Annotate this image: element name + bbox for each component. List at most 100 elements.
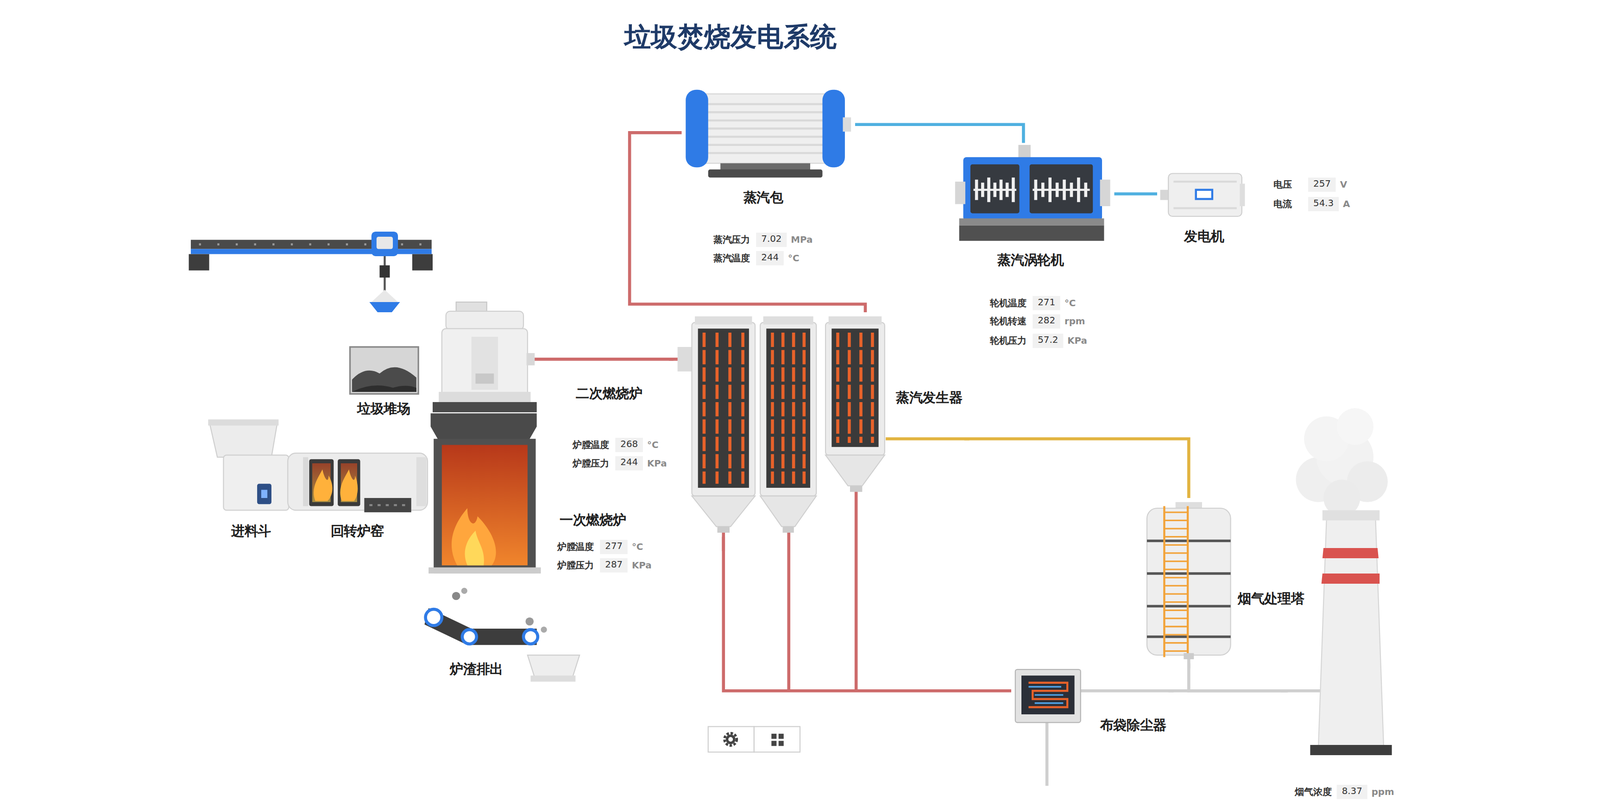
reading-label: 轮机压力: [989, 336, 1027, 348]
secondary-furnace-picture: [438, 391, 531, 403]
steam-drum-picture: [685, 89, 708, 168]
text-slot: 炉渣排出: [449, 658, 504, 678]
text-slot: 257: [1308, 171, 1336, 192]
crane: [371, 289, 398, 303]
bag-filter-picture: [1021, 675, 1075, 715]
toolbar-buttons: [771, 740, 777, 746]
slag-conveyor-picture: [424, 587, 580, 682]
primary-furnace-picture: [430, 413, 537, 441]
text-slot: 蒸汽包: [743, 186, 784, 207]
reading-unit: °C: [647, 440, 659, 452]
chimney-picture: [1336, 408, 1374, 445]
steam-turbine-picture: [959, 225, 1105, 241]
primary-furnace-picture: [441, 444, 528, 566]
reading-value: 57.2: [1032, 333, 1064, 348]
generator-picture: [1160, 173, 1246, 217]
rotary-kiln-picture: [369, 503, 409, 506]
generator-picture: [1168, 173, 1242, 217]
text-slot: 蒸汽发生器: [895, 386, 963, 407]
equipment-node: 发电机电压257V电流54.3A: [1157, 169, 1353, 245]
slag-conveyor-picture: [461, 587, 468, 594]
waste-yard-picture: [350, 346, 419, 394]
equipment-node: 垃圾堆场: [346, 342, 423, 417]
steam-generator-picture: [692, 322, 756, 496]
equipment-node: 布袋除尘器: [1011, 665, 1169, 733]
secondary-furnace-picture: [471, 336, 498, 391]
generator-picture: [1173, 181, 1237, 208]
slag-conveyor-picture: [523, 629, 538, 644]
equipment-node: 蒸汽包蒸汽压力7.02MPa蒸汽温度244°C: [681, 85, 855, 261]
toolbar-buttons: [778, 740, 784, 746]
slag-conveyor-picture: [525, 617, 534, 626]
flue-gas-tower-picture: [1146, 502, 1231, 660]
reading-value: 257: [1308, 177, 1336, 192]
reading-value: 277: [599, 540, 628, 554]
pipe-connector: [1114, 192, 1158, 196]
steam-turbine-picture: [970, 164, 1020, 214]
text-slot: 回转炉窑: [330, 520, 385, 540]
pipe-stub: [1280, 689, 1323, 693]
text-slot: °C: [1064, 291, 1076, 311]
equipment-node: 二次燃烧炉炉膛温度268°C炉膛压力244KPa: [428, 297, 669, 467]
flue-gas-tower-picture: [1164, 506, 1188, 658]
steam-turbine-picture: [955, 144, 1111, 241]
diagram-title: 垃圾焚烧发电系统: [624, 20, 837, 54]
equipment-node: 蒸汽发生器: [673, 312, 965, 537]
steam-generator-picture: [704, 332, 744, 484]
crane: [371, 231, 398, 257]
reading-label: 蒸汽温度: [713, 253, 750, 265]
title-slot: 垃圾焚烧发电系统: [624, 20, 837, 54]
pipe-stub: [854, 489, 858, 691]
equipment-label: 炉渣排出: [449, 661, 504, 678]
steam-turbine-picture: [1035, 177, 1086, 202]
primary-furnace-picture: [428, 413, 541, 574]
equipment-node: 炉渣排出: [420, 583, 584, 686]
text-slot: 244: [615, 450, 643, 470]
steam-generator-picture: [694, 316, 752, 325]
flue-gas-tower-picture: [1183, 653, 1194, 660]
toolbar-buttons: [708, 726, 800, 752]
steam-generator-picture: [850, 485, 863, 492]
chimney-picture: [1296, 408, 1393, 756]
reading-label: 炉膛温度: [557, 541, 594, 554]
steam-turbine-picture: [1100, 179, 1111, 207]
bag-filter-picture: [1028, 686, 1064, 703]
steam-generator-picture: [828, 316, 882, 325]
primary-furnace-picture: [451, 508, 497, 566]
steam-generator-picture: [831, 328, 879, 448]
equipment-label: 蒸汽包: [743, 189, 784, 207]
chimney-picture: [1321, 573, 1380, 584]
text-slot: 电流: [1273, 192, 1292, 212]
steam-generator-picture: [717, 526, 730, 533]
text-slot: 轮机压力: [989, 328, 1027, 349]
text-slot: 蒸汽压力: [713, 227, 750, 248]
rotary-kiln-picture: [364, 497, 411, 513]
text-slot: KPa: [1067, 328, 1088, 349]
secondary-furnace-picture: [446, 311, 524, 330]
toolbar-buttons: [778, 733, 784, 739]
rotary-kiln-picture: [302, 457, 309, 507]
text-slot: 蒸汽温度: [713, 246, 750, 266]
text-slot: °C: [647, 433, 659, 453]
steam-generator-picture: [825, 454, 885, 486]
feed-hopper-picture: [223, 454, 289, 511]
reading-value: 54.3: [1308, 197, 1339, 211]
feed-hopper-picture: [207, 419, 289, 511]
reading-label: 炉膛压力: [557, 560, 594, 573]
reading-label: 电流: [1273, 199, 1292, 211]
pipe-stub: [1079, 689, 1174, 693]
pipe-stub: [530, 359, 1323, 786]
generator-picture: [1239, 183, 1245, 207]
steam-turbine-picture: [1018, 144, 1031, 160]
text-slot: 一次燃烧炉: [559, 509, 626, 529]
text-slot: 炉膛压力: [572, 451, 610, 471]
text-slot: 54.3: [1308, 191, 1339, 211]
reading-unit: KPa: [647, 458, 668, 471]
crane: [412, 253, 433, 271]
text-slot: 轮机转速: [989, 309, 1027, 329]
crane: [376, 236, 393, 249]
secondary-furnace-picture: [441, 328, 528, 396]
text-slot: 57.2: [1032, 327, 1064, 348]
equipment-label: 布袋除尘器: [1100, 717, 1167, 734]
generator-picture: [1196, 189, 1213, 200]
